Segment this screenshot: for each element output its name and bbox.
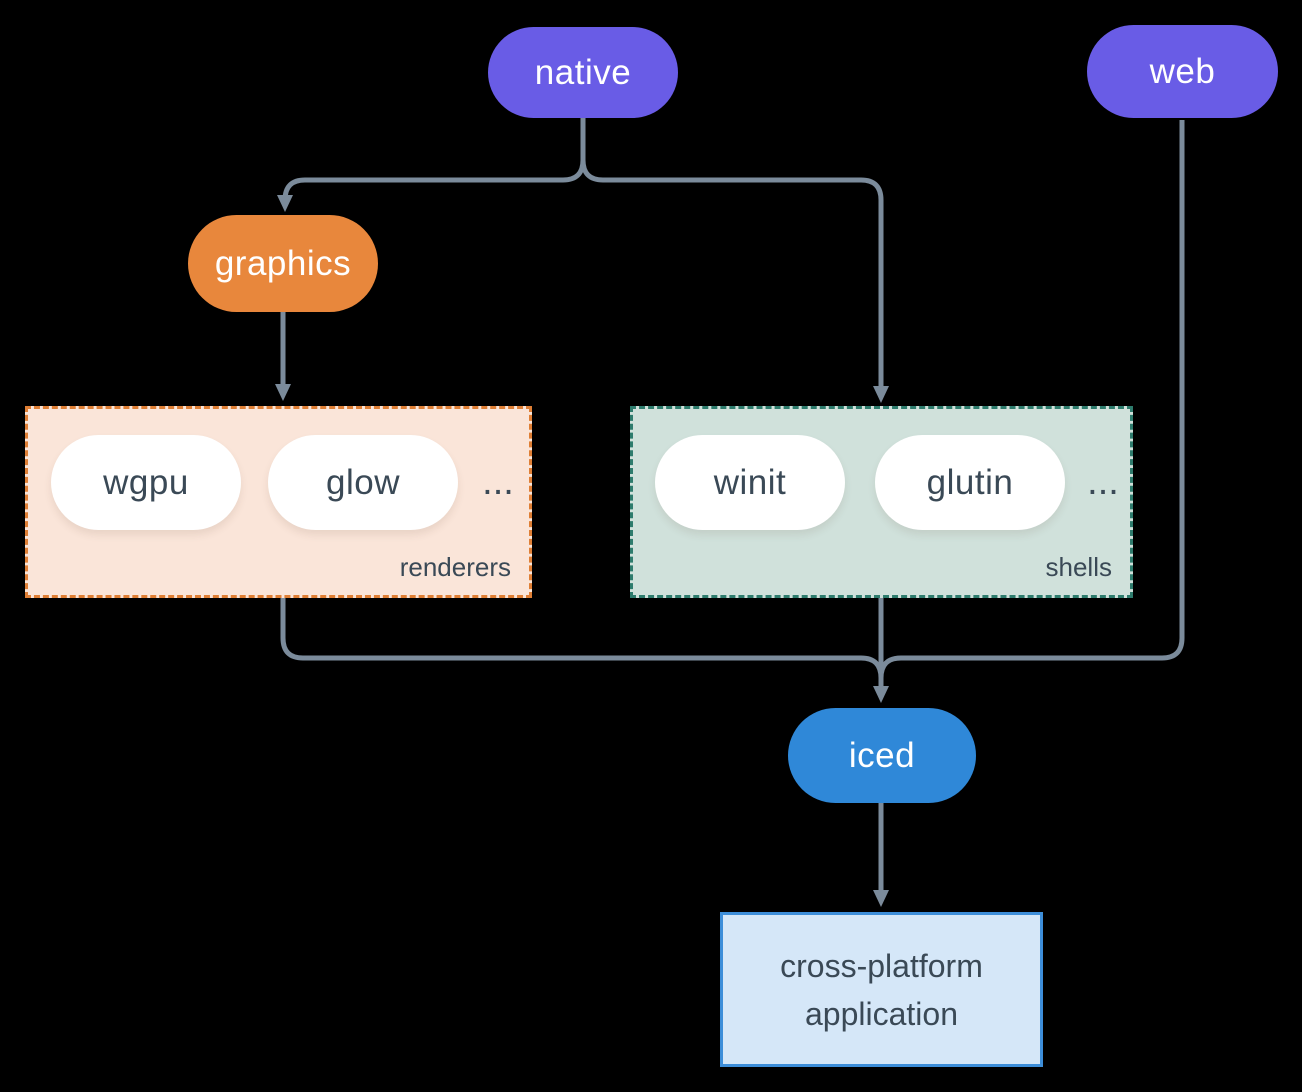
node-winit: winit [655, 435, 845, 530]
node-glutin-label: glutin [926, 462, 1014, 502]
node-native-label: native [534, 52, 632, 92]
node-iced: iced [788, 708, 976, 803]
group-renderers: wgpu glow ... renderers [25, 406, 532, 598]
node-graphics: graphics [188, 215, 378, 312]
node-winit-label: winit [713, 462, 787, 502]
node-wgpu: wgpu [51, 435, 241, 530]
node-web: web [1087, 25, 1278, 118]
group-label-shells: shells [1045, 552, 1112, 582]
node-web-label: web [1149, 51, 1216, 91]
edge-renderers-merge [280, 598, 884, 679]
node-native: native [488, 27, 678, 118]
node-graphics-label: graphics [214, 243, 352, 283]
node-cross-platform-application: cross-platform application [720, 912, 1043, 1067]
ellipsis-shells: ... [1087, 461, 1119, 503]
node-wgpu-label: wgpu [103, 462, 189, 502]
node-glutin: glutin [875, 435, 1065, 530]
edge-native-shells [580, 118, 889, 403]
node-iced-label: iced [848, 735, 916, 775]
edge-native-graphics [277, 118, 586, 212]
group-label-renderers: renderers [399, 552, 511, 582]
ellipsis-renderers: ... [482, 461, 514, 503]
node-glow: glow [268, 435, 458, 530]
node-glow-label: glow [326, 462, 400, 502]
group-shells: winit glutin ... shells [630, 406, 1133, 598]
node-app-label: cross-platform application [780, 947, 983, 1032]
